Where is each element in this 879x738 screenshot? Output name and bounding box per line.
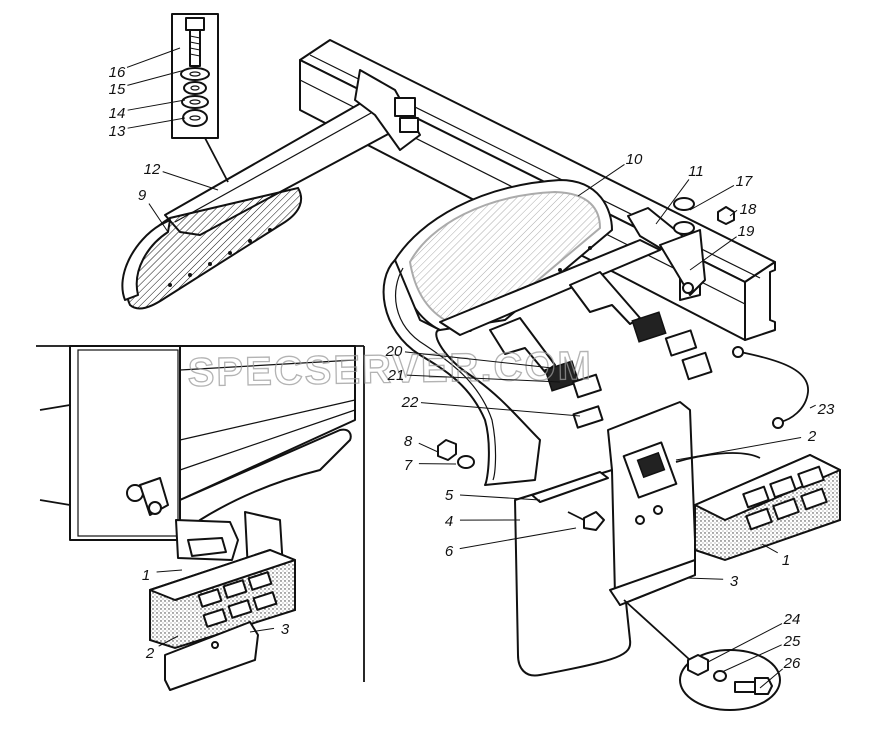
callout-leader-c23: [809, 404, 816, 409]
callout-label-c9: 9: [138, 187, 147, 204]
callout-label-c26: 26: [783, 655, 801, 672]
fastener-inset: [623, 599, 781, 711]
callout-label-c11: 11: [688, 163, 704, 180]
callout-label-c4: 4: [445, 513, 453, 530]
callout-leader-c26: [759, 668, 783, 689]
callout-leader-c3l: [249, 627, 275, 633]
callout-leader-c14: [127, 99, 186, 111]
callout-leader-c10: [577, 164, 625, 197]
callout-label-c18: 18: [740, 201, 757, 218]
callout-label-c15: 15: [109, 81, 126, 98]
callout-label-c1r: 1: [782, 552, 790, 569]
callout-leader-c2r: [675, 437, 802, 461]
rear-lamp-left: [149, 511, 296, 691]
callout-leader-c17: [689, 185, 735, 211]
callout-label-c3r: 3: [730, 573, 739, 590]
callout-label-c14: 14: [109, 105, 126, 122]
callout-leader-c1r: [761, 543, 778, 554]
frame-bracket: [627, 197, 735, 301]
callout-leader-c13: [127, 117, 186, 129]
callout-label-c7: 7: [404, 457, 413, 474]
callout-label-c13: 13: [109, 123, 126, 140]
callout-label-c2l: 2: [145, 645, 155, 662]
callout-leader-c6: [459, 527, 577, 550]
callout-label-c16: 16: [109, 64, 126, 81]
callout-leader-c5: [459, 494, 541, 501]
callout-leader-c25: [721, 644, 782, 673]
hardware-stack-inset: [171, 13, 229, 183]
callout-leader-c18: [729, 209, 738, 217]
rear-mudguard: [382, 179, 632, 677]
callout-label-c21: 21: [387, 367, 405, 384]
callout-label-c19: 19: [738, 223, 755, 240]
callout-leader-c8: [418, 442, 439, 453]
mudguard-mounting-bar: [439, 239, 713, 429]
front-mudguard-bracket: [164, 69, 421, 236]
callout-label-c1l: 1: [142, 567, 150, 584]
ground-wire: [732, 346, 809, 429]
callout-leader-c12: [162, 171, 219, 191]
callout-leader-c3r: [685, 577, 724, 580]
callout-label-c3l: 3: [281, 621, 290, 638]
callout-label-c5: 5: [445, 487, 454, 504]
callout-label-c12: 12: [144, 161, 161, 178]
callout-label-c20: 20: [385, 343, 403, 360]
callout-leader-c16: [126, 47, 181, 68]
callout-leader-c1l: [156, 569, 183, 573]
small-hardware: [437, 439, 609, 531]
front-mudguard: [121, 186, 303, 310]
front-mudguard-rivets: [168, 228, 272, 287]
lamp-bracket-plate: [607, 401, 696, 606]
callout-leader-c24: [707, 623, 783, 663]
callout-leader-c2l: [158, 635, 179, 647]
callout-leader-c11: [655, 179, 690, 225]
callout-label-c23: 23: [817, 401, 835, 418]
callout-label-c10: 10: [626, 151, 643, 168]
callout-label-c8: 8: [404, 433, 413, 450]
cab-corner-inset: [36, 345, 365, 682]
callout-leader-c22: [420, 402, 581, 417]
callout-label-c22: 22: [401, 394, 419, 411]
callout-leaders: [126, 47, 816, 689]
callout-label-c2r: 2: [807, 428, 817, 445]
rear-lamp-right: [675, 452, 841, 562]
callout-leader-c15: [127, 69, 186, 86]
callout-leader-c19: [689, 236, 737, 271]
rear-lamp-lenses: [742, 465, 828, 531]
callout-label-c6: 6: [445, 543, 454, 560]
callout-leader-c20: [404, 351, 553, 369]
callout-leader-c9: [148, 203, 169, 233]
callout-label-c24: 24: [783, 611, 801, 628]
callout-label-c25: 25: [783, 633, 801, 650]
callout-label-c17: 17: [736, 173, 753, 190]
watermark-text: SPECSERVER.COM: [187, 344, 593, 395]
callout-leader-c21: [406, 374, 561, 383]
